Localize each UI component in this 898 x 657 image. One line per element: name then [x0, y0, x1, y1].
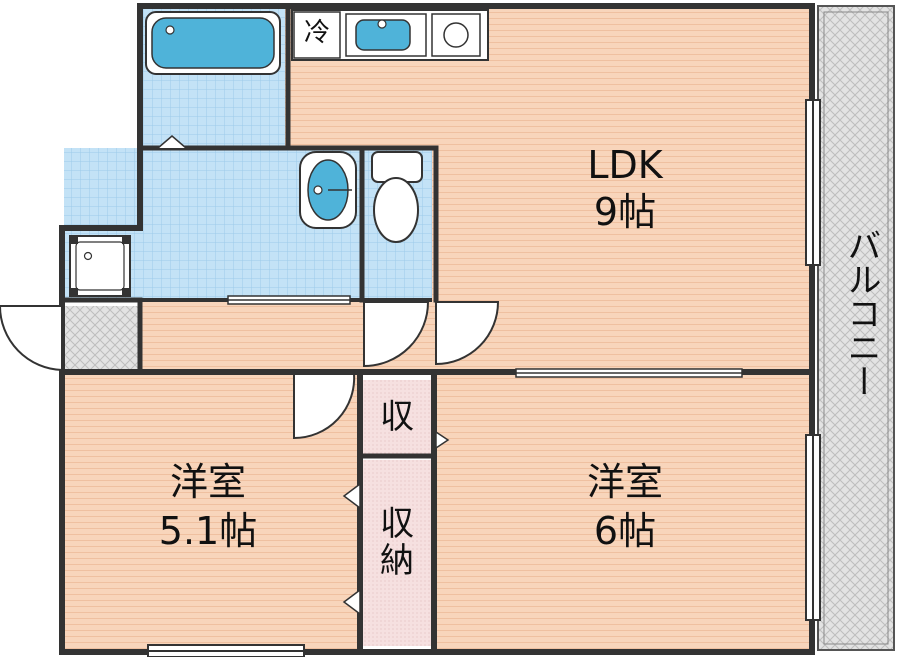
storage-small-floor [362, 380, 432, 455]
room-a-label: 洋室 [169, 460, 246, 504]
bath-step-mark [157, 135, 187, 149]
wash-basin [299, 151, 357, 229]
ldk-label: LDK [587, 143, 663, 187]
kitchen-counter [291, 9, 489, 61]
bathtub [145, 11, 281, 75]
washing-machine [69, 235, 131, 297]
balcony [817, 5, 895, 651]
ldk-size: 9帖 [593, 190, 657, 234]
entrance-floor [64, 306, 140, 370]
toilet [371, 151, 423, 243]
door-swings [0, 301, 500, 440]
room-b-floor [434, 374, 810, 650]
storage-closet-label: 収納 [380, 504, 414, 582]
room-b-label: 洋室 [586, 460, 663, 504]
room-b-size: 6帖 [593, 509, 657, 553]
room-a-size: 5.1帖 [158, 509, 258, 553]
fridge-label: 冷 [303, 18, 330, 48]
window-bottom [147, 644, 305, 657]
closet-door-marks [342, 430, 450, 616]
storage-small-label: 収 [380, 397, 414, 437]
windows-right [805, 99, 821, 621]
sliding-door-ldk-room-b [515, 368, 743, 378]
balcony-label: バルコニー [841, 228, 881, 398]
sliding-door-washroom [227, 295, 351, 305]
storage-closet-floor [362, 460, 432, 646]
